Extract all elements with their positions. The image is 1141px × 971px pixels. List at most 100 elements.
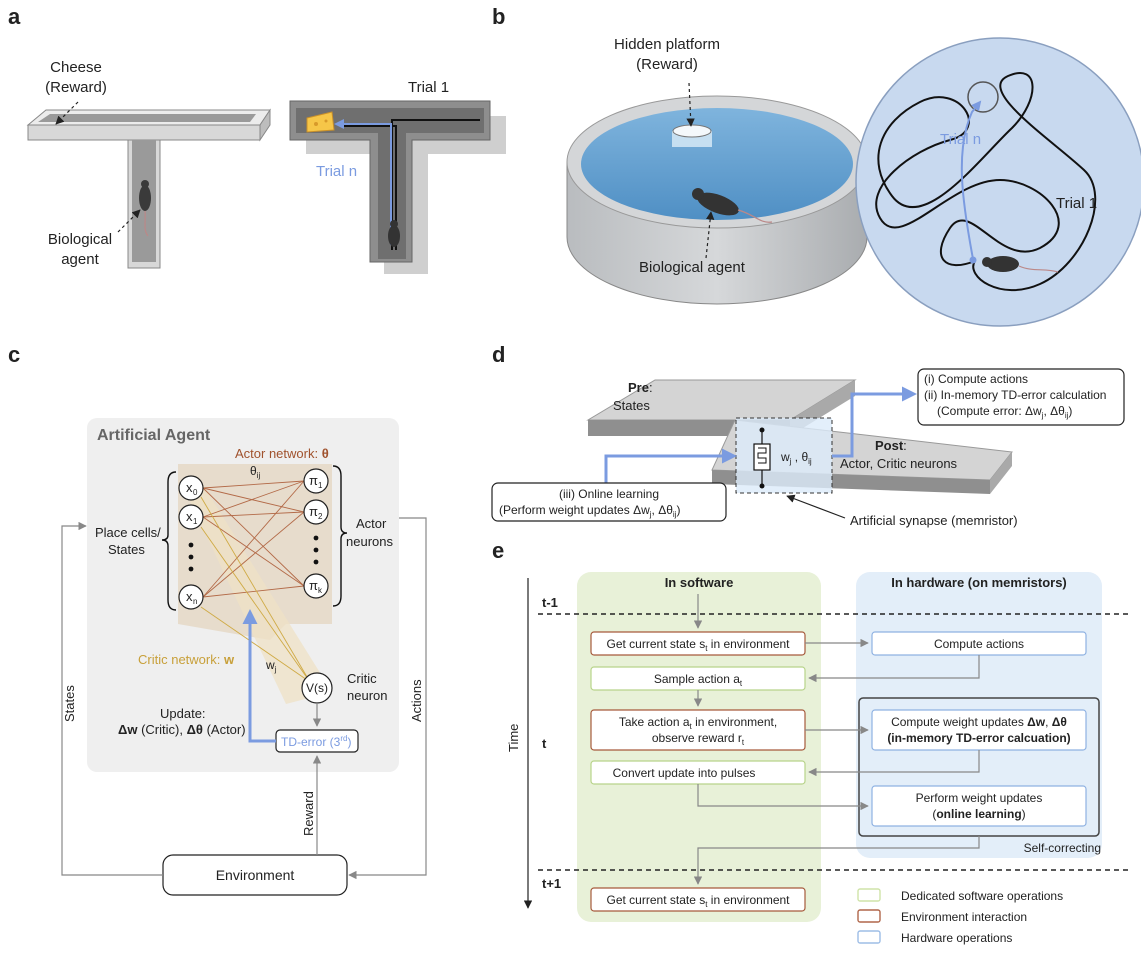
legend: Dedicated software operations Environmen… [857, 888, 1063, 945]
cheese-label: Cheese [50, 59, 102, 76]
t-minus-label: t-1 [542, 595, 558, 610]
panel-label-d: d [492, 342, 505, 367]
trialn-label-b: Trial n [940, 131, 981, 148]
actor-nodes: π 1 π 2 π k [303, 468, 329, 599]
trial1-label-a: Trial 1 [408, 79, 449, 96]
synapse-label: Artificial synapse (memristor) [850, 513, 1018, 528]
biological-agent-label-b: Biological agent [639, 259, 746, 276]
critic-neuron-label2: neuron [347, 688, 387, 703]
svg-text:2: 2 [318, 512, 323, 521]
time-label: Time [506, 724, 521, 752]
take-action-label: Take action at in environment, [619, 715, 777, 731]
pool-top-view [855, 37, 1141, 327]
td-error-calc-label: (ii) In-memory TD-error calculation [924, 388, 1106, 402]
td-error-update-arrow [242, 609, 276, 743]
update-detail-label: Δw (Critic), Δθ (Actor) [118, 722, 246, 737]
reward-label: Reward [301, 791, 316, 836]
hardware-header: In hardware (on memristors) [891, 575, 1067, 590]
trialn-path-a [334, 119, 392, 245]
trialn-path-b [960, 100, 982, 260]
t-plus-label: t+1 [542, 876, 561, 891]
state-x1-label: x [186, 509, 193, 524]
td-error-calc-label-e: (in-memory TD-error calcuation) [887, 731, 1070, 745]
legend-swatch-environment [857, 909, 881, 923]
states-arrow [61, 521, 163, 876]
sample-action-label: Sample action at [654, 672, 743, 688]
environment-label: Environment [216, 867, 295, 883]
legend-hardware-label: Hardware operations [901, 931, 1012, 945]
compute-actions-label-e: Compute actions [934, 637, 1024, 651]
memristor-weights-label: wj , θij [780, 450, 812, 466]
cheese-icon [306, 111, 335, 133]
compute-box [917, 368, 1125, 426]
panel-label-a: a [8, 4, 21, 29]
biological-agent-label-a2: agent [61, 251, 99, 268]
actor-neurons-label: Actor [356, 516, 387, 531]
observe-reward-label: observe reward rt [652, 731, 745, 747]
panel-label-b: b [492, 4, 505, 29]
post-label: Post: [875, 438, 907, 453]
self-correcting-label: Self-correcting [1024, 841, 1101, 855]
online-learning-label-e: (online learning) [932, 807, 1025, 821]
update-label: Update: [160, 706, 206, 721]
states-brace [161, 471, 177, 611]
actor-pi2-label: π [309, 504, 318, 519]
trialn-label-a: Trial n [316, 163, 357, 180]
pre-states-label: States [613, 398, 650, 413]
wj-label: wj [265, 658, 277, 674]
state-xn-label: x [186, 589, 193, 604]
svg-text:1: 1 [193, 517, 198, 526]
svg-text:n: n [193, 597, 197, 606]
actors-brace [332, 465, 348, 607]
online-learning-label: (iii) Online learning [559, 487, 659, 501]
compute-error-label: (Compute error: Δwj, Δθij) [937, 404, 1072, 420]
svg-text:0: 0 [193, 488, 198, 497]
get-state-box-2 [590, 887, 806, 912]
critic-network-label: Critic network: w [138, 652, 235, 667]
pre-label: Pre: [628, 380, 653, 395]
actor-pik-label: π [309, 578, 318, 593]
compute-actions-label: (i) Compute actions [924, 372, 1028, 386]
legend-environment-label: Environment interaction [901, 910, 1027, 924]
td-error-label: TD-error (3rd) [281, 734, 351, 749]
platform-reward-label: (Reward) [636, 56, 698, 73]
svg-text:1: 1 [318, 481, 323, 490]
critic-network-region [180, 480, 332, 704]
trial1-path-b [875, 72, 1097, 292]
place-cells-label: Place cells/ [95, 525, 161, 540]
mouse-icon-topview-b [982, 256, 1059, 273]
critic-value-label: V(s) [306, 681, 328, 695]
state-nodes: x 0 x 1 x n [178, 475, 204, 610]
legend-software-label: Dedicated software operations [901, 889, 1063, 903]
memristor-icon [753, 427, 771, 489]
states-label: States [108, 542, 145, 557]
software-header: In software [665, 575, 734, 590]
post-neurons-label: Actor, Critic neurons [840, 456, 958, 471]
svg-text:k: k [318, 586, 323, 595]
critic-weights [200, 496, 311, 683]
get-state-label-2: Get current state st in environment [607, 893, 791, 909]
artificial-agent-title: Artificial Agent [97, 427, 211, 444]
weight-updates-label: (Perform weight updates Δwj, Δθij) [499, 503, 680, 519]
compute-arrow [832, 386, 917, 458]
panel-label-c: c [8, 342, 20, 367]
actions-arrow [348, 517, 427, 880]
actor-pi1-label: π [309, 473, 318, 488]
panel-label-e: e [492, 538, 504, 563]
mouse-icon [139, 180, 151, 237]
perform-updates-label: Perform weight updates [916, 791, 1043, 805]
critic-neuron-label: Critic [347, 671, 377, 686]
trial1-label-b: Trial 1 [1056, 195, 1097, 212]
biological-agent-label-a: Biological [48, 231, 112, 248]
convert-update-label: Convert update into pulses [613, 766, 756, 780]
learning-arrow [604, 448, 737, 483]
cheese-reward-label: (Reward) [45, 79, 107, 96]
t-maze-3d [26, 108, 271, 269]
states-side-label: States [62, 685, 77, 722]
legend-swatch-hardware [857, 930, 881, 944]
platform-label: Hidden platform [614, 36, 720, 53]
online-learning-box [491, 482, 727, 522]
water-maze-pool [566, 95, 868, 305]
t-label: t [542, 736, 547, 751]
